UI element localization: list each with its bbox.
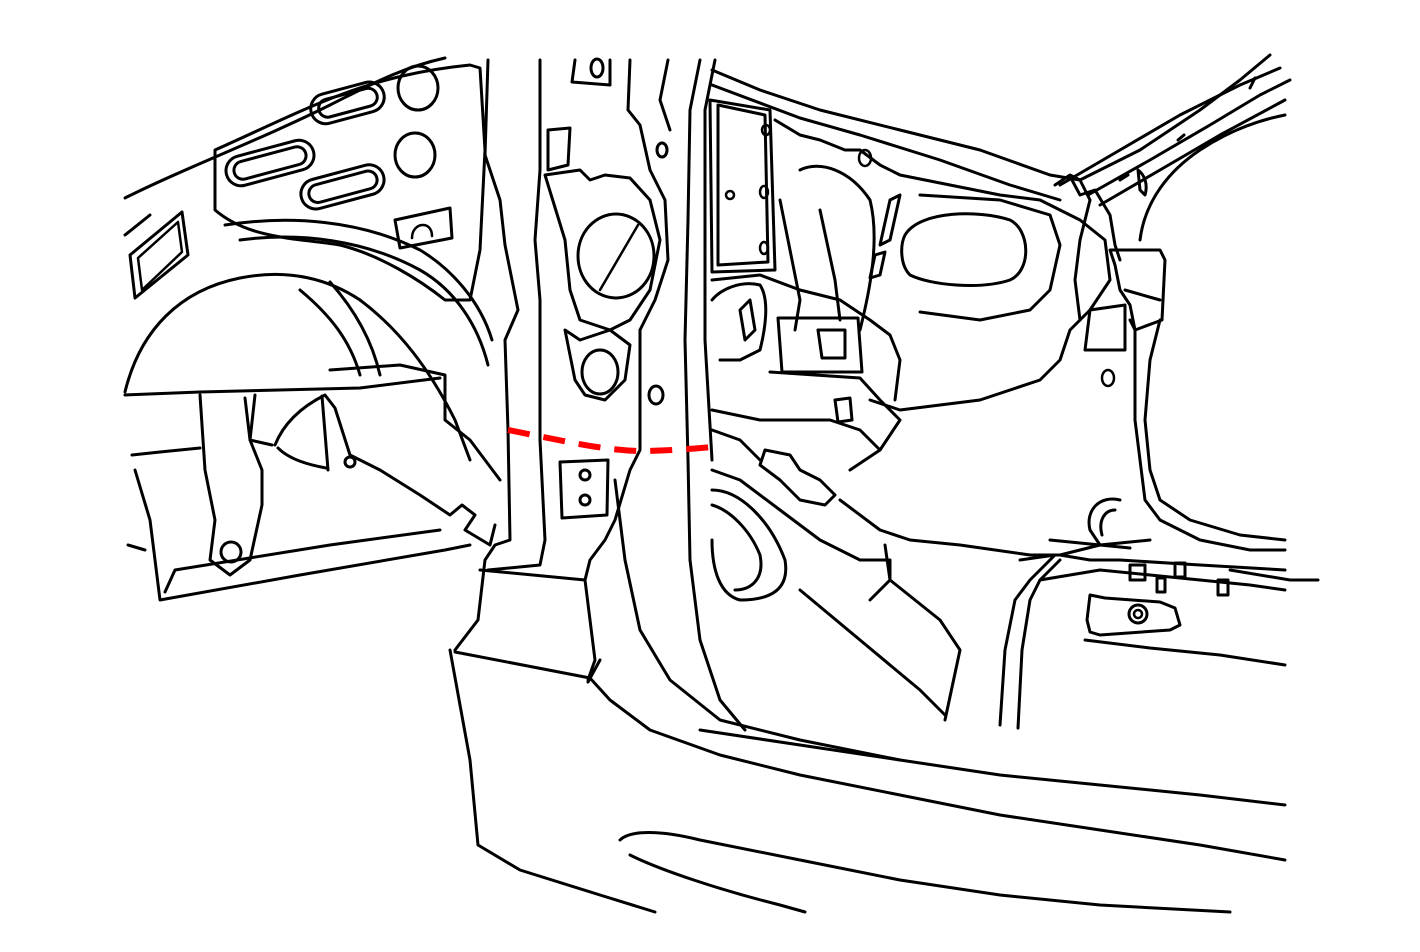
roof-rail — [710, 53, 1292, 207]
wheelhouse-panel — [128, 63, 494, 367]
center-pillar — [453, 57, 902, 762]
rocker-panel — [448, 558, 1287, 914]
dash-panel — [708, 98, 1112, 472]
floor-sill — [710, 448, 1287, 730]
cut-line — [507, 427, 713, 455]
rear-quarter-panel — [123, 56, 472, 602]
wheel-arch-inner — [198, 280, 502, 577]
front-door-opening — [1053, 113, 1320, 582]
